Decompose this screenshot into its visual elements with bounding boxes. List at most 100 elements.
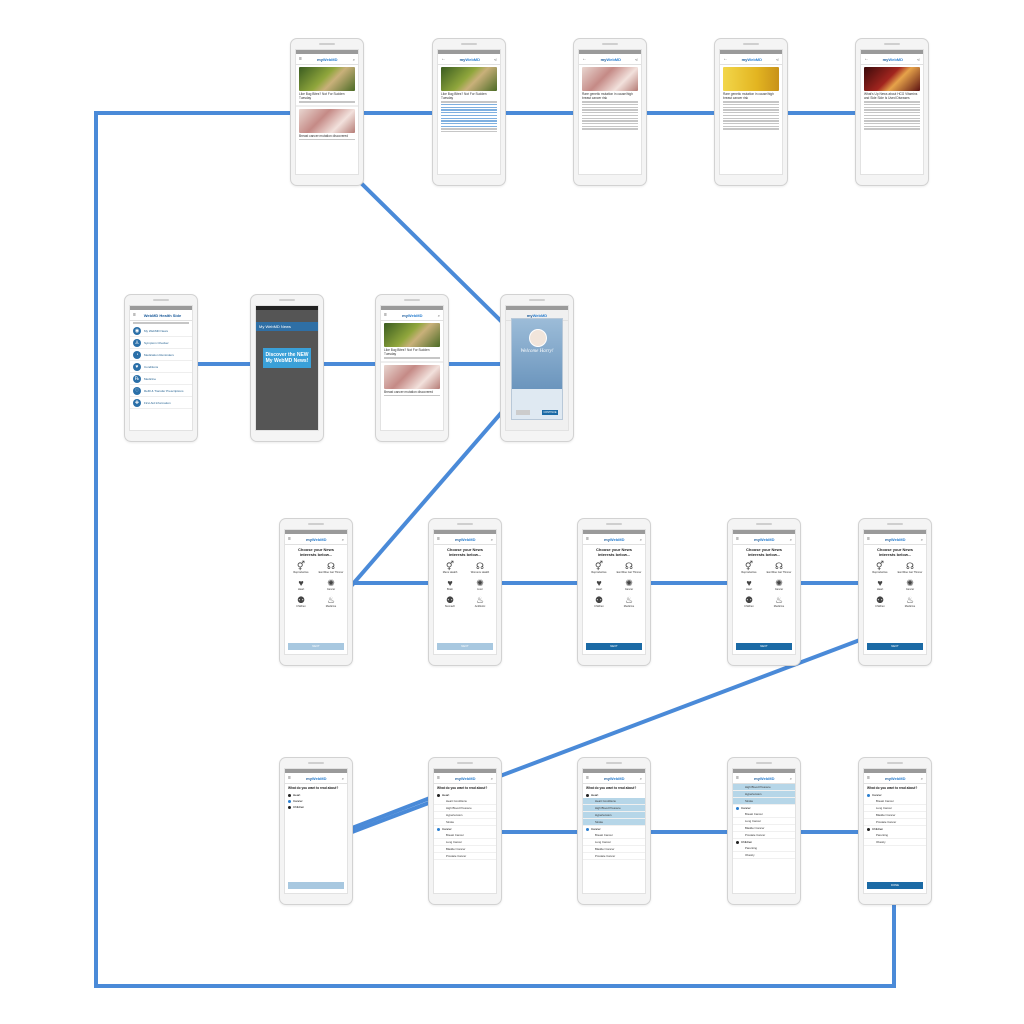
topic-group[interactable]: Cancer [434, 826, 496, 832]
topic-row[interactable]: High Blood Pressure [733, 784, 795, 791]
interest-option[interactable]: ♥Heart [866, 578, 894, 591]
topic-row[interactable]: Hypertension [733, 791, 795, 798]
drawer-item[interactable]: ◔Medication Reminders [130, 349, 192, 362]
topic-group[interactable]: Heart [434, 792, 496, 798]
search-icon[interactable]: ⌕ [341, 775, 344, 781]
topic-row[interactable]: Hypertension [583, 812, 645, 819]
topic-row[interactable]: Prostate Cancer [434, 853, 496, 860]
drawer-item[interactable]: ◉My WebMD News [130, 325, 192, 338]
topic-row[interactable]: High Blood Pressure [434, 805, 496, 812]
next-button[interactable]: NEXT [736, 643, 792, 650]
topic-row[interactable]: Hypertension [434, 812, 496, 819]
menu-icon[interactable]: ≡ [133, 312, 136, 318]
drawer-item[interactable]: ♥Conditions [130, 361, 192, 374]
interest-option[interactable]: ✺Cancer [765, 578, 793, 591]
topic-row[interactable]: Heart Conditions [434, 798, 496, 805]
interest-option[interactable]: ☊Womens Health [466, 561, 494, 574]
interest-option[interactable]: ♥Heart [735, 578, 763, 591]
interest-option[interactable]: ♨Medicine [317, 595, 345, 608]
screen-welcome[interactable]: myWebMD Welcome Harry! CONTINUE [500, 294, 574, 442]
interest-option[interactable]: ✺Liver [466, 578, 494, 591]
topic-row[interactable]: Prostate Cancer [733, 832, 795, 839]
topic-row[interactable]: Breast Cancer [864, 798, 926, 805]
interest-option[interactable]: ♥Brain [436, 578, 464, 591]
topic-row[interactable]: Lung Cancer [864, 805, 926, 812]
screen-topics[interactable]: ≡myWebMD⌕What do you want to read about?… [428, 757, 502, 905]
menu-icon[interactable]: ≡ [384, 312, 387, 318]
screen-article-bug[interactable]: ←myWebMD⋖ Like Bug Bites? Not For Sudden… [432, 38, 506, 186]
menu-icon[interactable]: ≡ [586, 775, 589, 781]
interest-option[interactable]: ⚉Children [585, 595, 613, 608]
drawer-item-news[interactable]: My WebMD News [256, 322, 318, 331]
article-title[interactable]: Like Bug Bites? Not For Sudden Tuesday [299, 92, 345, 100]
interest-option[interactable]: ♨Medicine [896, 595, 924, 608]
topic-row[interactable]: Bladder Cancer [864, 812, 926, 819]
interest-option[interactable]: ⚥Reproductive [287, 561, 315, 574]
share-icon[interactable]: ⋖ [775, 56, 779, 62]
continue-button[interactable]: CONTINUE [542, 410, 558, 415]
search-icon[interactable]: ⌕ [437, 312, 440, 318]
search-icon[interactable]: ⌕ [639, 536, 642, 542]
topic-row[interactable]: Parenting [864, 832, 926, 839]
share-icon[interactable]: ⋖ [634, 56, 638, 62]
menu-icon[interactable]: ≡ [288, 536, 291, 542]
interest-option[interactable]: ☊Eat Wise Get Thinner [317, 561, 345, 574]
share-icon[interactable]: ⋖ [916, 56, 920, 62]
topic-group[interactable]: Heart [285, 792, 347, 798]
promo-banner[interactable]: Discover the NEW My WebMD News! [263, 348, 311, 368]
interest-option[interactable]: ⚥Mens Health [436, 561, 464, 574]
menu-icon[interactable]: ≡ [736, 536, 739, 542]
next-button[interactable]: NEXT [437, 643, 493, 650]
screen-drawer-promo[interactable]: My WebMD News Discover the NEW My WebMD … [250, 294, 324, 442]
screen-topics[interactable]: ≡myWebMD⌕What do you want to read about?… [279, 757, 353, 905]
topic-row[interactable]: Breast Cancer [733, 811, 795, 818]
topic-row[interactable]: Bladder Cancer [733, 825, 795, 832]
article-title[interactable]: Breast cancer mutation discovered [384, 389, 434, 394]
topic-group[interactable]: Children [864, 826, 926, 832]
topic-group[interactable]: Children [733, 839, 795, 845]
menu-icon[interactable]: ≡ [299, 56, 302, 62]
interest-option[interactable]: ♥Heart [287, 578, 315, 591]
topic-group[interactable]: Heart [583, 792, 645, 798]
search-icon[interactable]: ⌕ [490, 536, 493, 542]
topic-row[interactable]: Lung Cancer [583, 839, 645, 846]
interest-option[interactable]: ☊Eat Wise Get Thinner [615, 561, 643, 574]
topic-row[interactable]: Obesity [733, 852, 795, 859]
interest-option[interactable]: ☊Eat Wise Get Thinner [896, 561, 924, 574]
drawer-item[interactable]: ♙Symptom Checker [130, 337, 192, 350]
topic-row[interactable]: Lung Cancer [434, 839, 496, 846]
back-icon[interactable]: ← [864, 56, 869, 62]
menu-icon[interactable]: ≡ [437, 536, 440, 542]
search-icon[interactable]: ⌕ [789, 536, 792, 542]
search-icon[interactable]: ⌕ [341, 536, 344, 542]
share-icon[interactable]: ⋖ [493, 56, 497, 62]
interest-option[interactable]: ⚉Stomach [436, 595, 464, 608]
next-button[interactable]: NEXT [288, 643, 344, 650]
search-icon[interactable]: ⌕ [352, 56, 355, 62]
next-button[interactable]: NEXT [867, 643, 923, 650]
interest-option[interactable]: ♨Antibiotic [466, 595, 494, 608]
topic-group[interactable]: Cancer [583, 826, 645, 832]
screen-article-epipen[interactable]: ←myWebMD⋖ Rare genetic mutation in cause… [714, 38, 788, 186]
screen-article-arm[interactable]: ←myWebMD⋖ Rare genetic mutation in cause… [573, 38, 647, 186]
screen-topics[interactable]: ≡myWebMD⌕What do you want to read about?… [858, 757, 932, 905]
interest-option[interactable]: ⚉Children [287, 595, 315, 608]
search-icon[interactable]: ⌕ [920, 536, 923, 542]
interest-option[interactable]: ✺Cancer [317, 578, 345, 591]
search-icon[interactable]: ⌕ [789, 775, 792, 781]
topic-row[interactable]: Stroke [583, 819, 645, 826]
search-icon[interactable]: ⌕ [490, 775, 493, 781]
topic-row[interactable]: Stroke [434, 819, 496, 826]
topic-row[interactable]: Obesity [864, 839, 926, 846]
topic-row[interactable]: Stroke [733, 798, 795, 805]
article-title[interactable]: Breast cancer mutation discovered [299, 133, 349, 138]
interest-option[interactable]: ♨Medicine [765, 595, 793, 608]
interest-option[interactable]: ⚥Reproductive [585, 561, 613, 574]
drawer-item[interactable]: ✚First Aid Information [130, 397, 192, 410]
topic-group[interactable]: Cancer [733, 805, 795, 811]
topic-row[interactable]: Lung Cancer [733, 818, 795, 825]
menu-icon[interactable]: ≡ [437, 775, 440, 781]
interest-option[interactable]: ⚉Children [735, 595, 763, 608]
